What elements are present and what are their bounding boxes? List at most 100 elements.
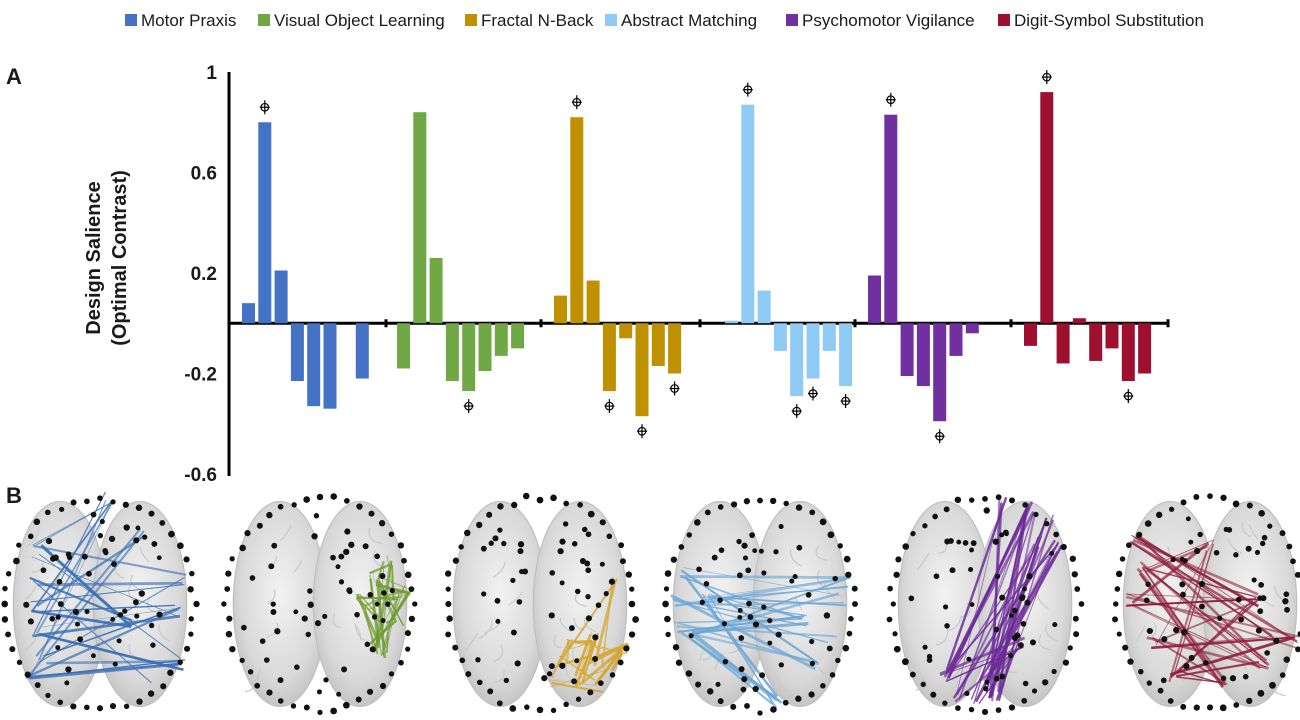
node [511, 501, 518, 509]
node [550, 707, 557, 714]
node [229, 556, 235, 562]
node [1257, 608, 1264, 615]
brain-gyrus [701, 681, 710, 698]
node [1052, 622, 1058, 628]
bar [725, 320, 738, 324]
node [675, 659, 683, 666]
node [842, 644, 850, 652]
brain-gyrus [1038, 634, 1052, 651]
node [1060, 543, 1067, 551]
node [672, 644, 680, 651]
node [84, 609, 90, 615]
node [514, 660, 521, 667]
node [516, 599, 523, 605]
node [303, 496, 311, 503]
node [487, 688, 494, 695]
significance-marker [885, 92, 896, 107]
node [1246, 502, 1253, 509]
node [747, 614, 754, 620]
node [50, 555, 57, 562]
brain-gyrus [917, 553, 930, 571]
connection [945, 496, 1008, 671]
node [1168, 506, 1175, 512]
node [749, 532, 755, 538]
brain-gyrus [935, 628, 949, 646]
node [398, 659, 404, 666]
node [968, 567, 974, 573]
node [1257, 689, 1265, 697]
node [1217, 615, 1223, 621]
node [1258, 582, 1265, 588]
node [367, 591, 374, 598]
connection [1135, 533, 1270, 667]
node [156, 555, 162, 561]
node [117, 612, 124, 618]
connection [990, 513, 1027, 697]
node [13, 557, 20, 565]
node [1113, 601, 1119, 607]
bar [554, 295, 567, 324]
node [837, 543, 843, 549]
node [832, 575, 838, 582]
bar [355, 323, 369, 379]
node [715, 681, 721, 687]
brain-gyrus [951, 664, 965, 682]
connection [1151, 636, 1296, 650]
node [1295, 646, 1300, 653]
connection [551, 681, 603, 693]
bar [1105, 323, 1119, 349]
node [338, 553, 345, 560]
node [1146, 680, 1152, 686]
node [341, 666, 348, 673]
connection [680, 631, 777, 699]
node [1008, 652, 1014, 659]
connection [683, 567, 841, 596]
node [585, 593, 591, 600]
node [1069, 555, 1076, 562]
node [1246, 697, 1253, 705]
bar [478, 323, 492, 371]
bar [323, 323, 337, 409]
node [761, 570, 767, 576]
node [405, 646, 411, 652]
node [346, 587, 353, 594]
node [226, 615, 233, 622]
significance-marker [840, 394, 851, 409]
node [1, 616, 9, 623]
node [743, 498, 751, 505]
node [45, 692, 51, 698]
y-axis-label: Design Salience (Optimal Contrast) [83, 170, 131, 346]
bar [965, 323, 979, 334]
node [767, 618, 773, 624]
node [55, 645, 61, 651]
node [693, 519, 701, 526]
node [1242, 673, 1249, 680]
connection [998, 636, 1017, 702]
bar [1121, 323, 1135, 382]
node [1183, 663, 1190, 670]
node [737, 608, 743, 613]
node [1259, 540, 1266, 547]
connection [1151, 635, 1275, 648]
y-axis-label-line-1: Design Salience [83, 181, 105, 334]
node [964, 690, 970, 697]
node [608, 578, 616, 585]
legend-swatch [786, 14, 798, 26]
node [983, 507, 990, 514]
node [9, 646, 16, 653]
connection [37, 581, 183, 587]
node [103, 550, 109, 556]
node [1067, 645, 1073, 651]
node [356, 503, 363, 510]
node [969, 497, 975, 503]
node [757, 497, 763, 504]
node [1022, 502, 1028, 508]
bar [1138, 323, 1152, 374]
node [389, 588, 395, 594]
connection [574, 633, 592, 677]
node [1044, 521, 1050, 527]
connection [571, 640, 597, 650]
node [926, 653, 933, 660]
bar [949, 323, 963, 356]
